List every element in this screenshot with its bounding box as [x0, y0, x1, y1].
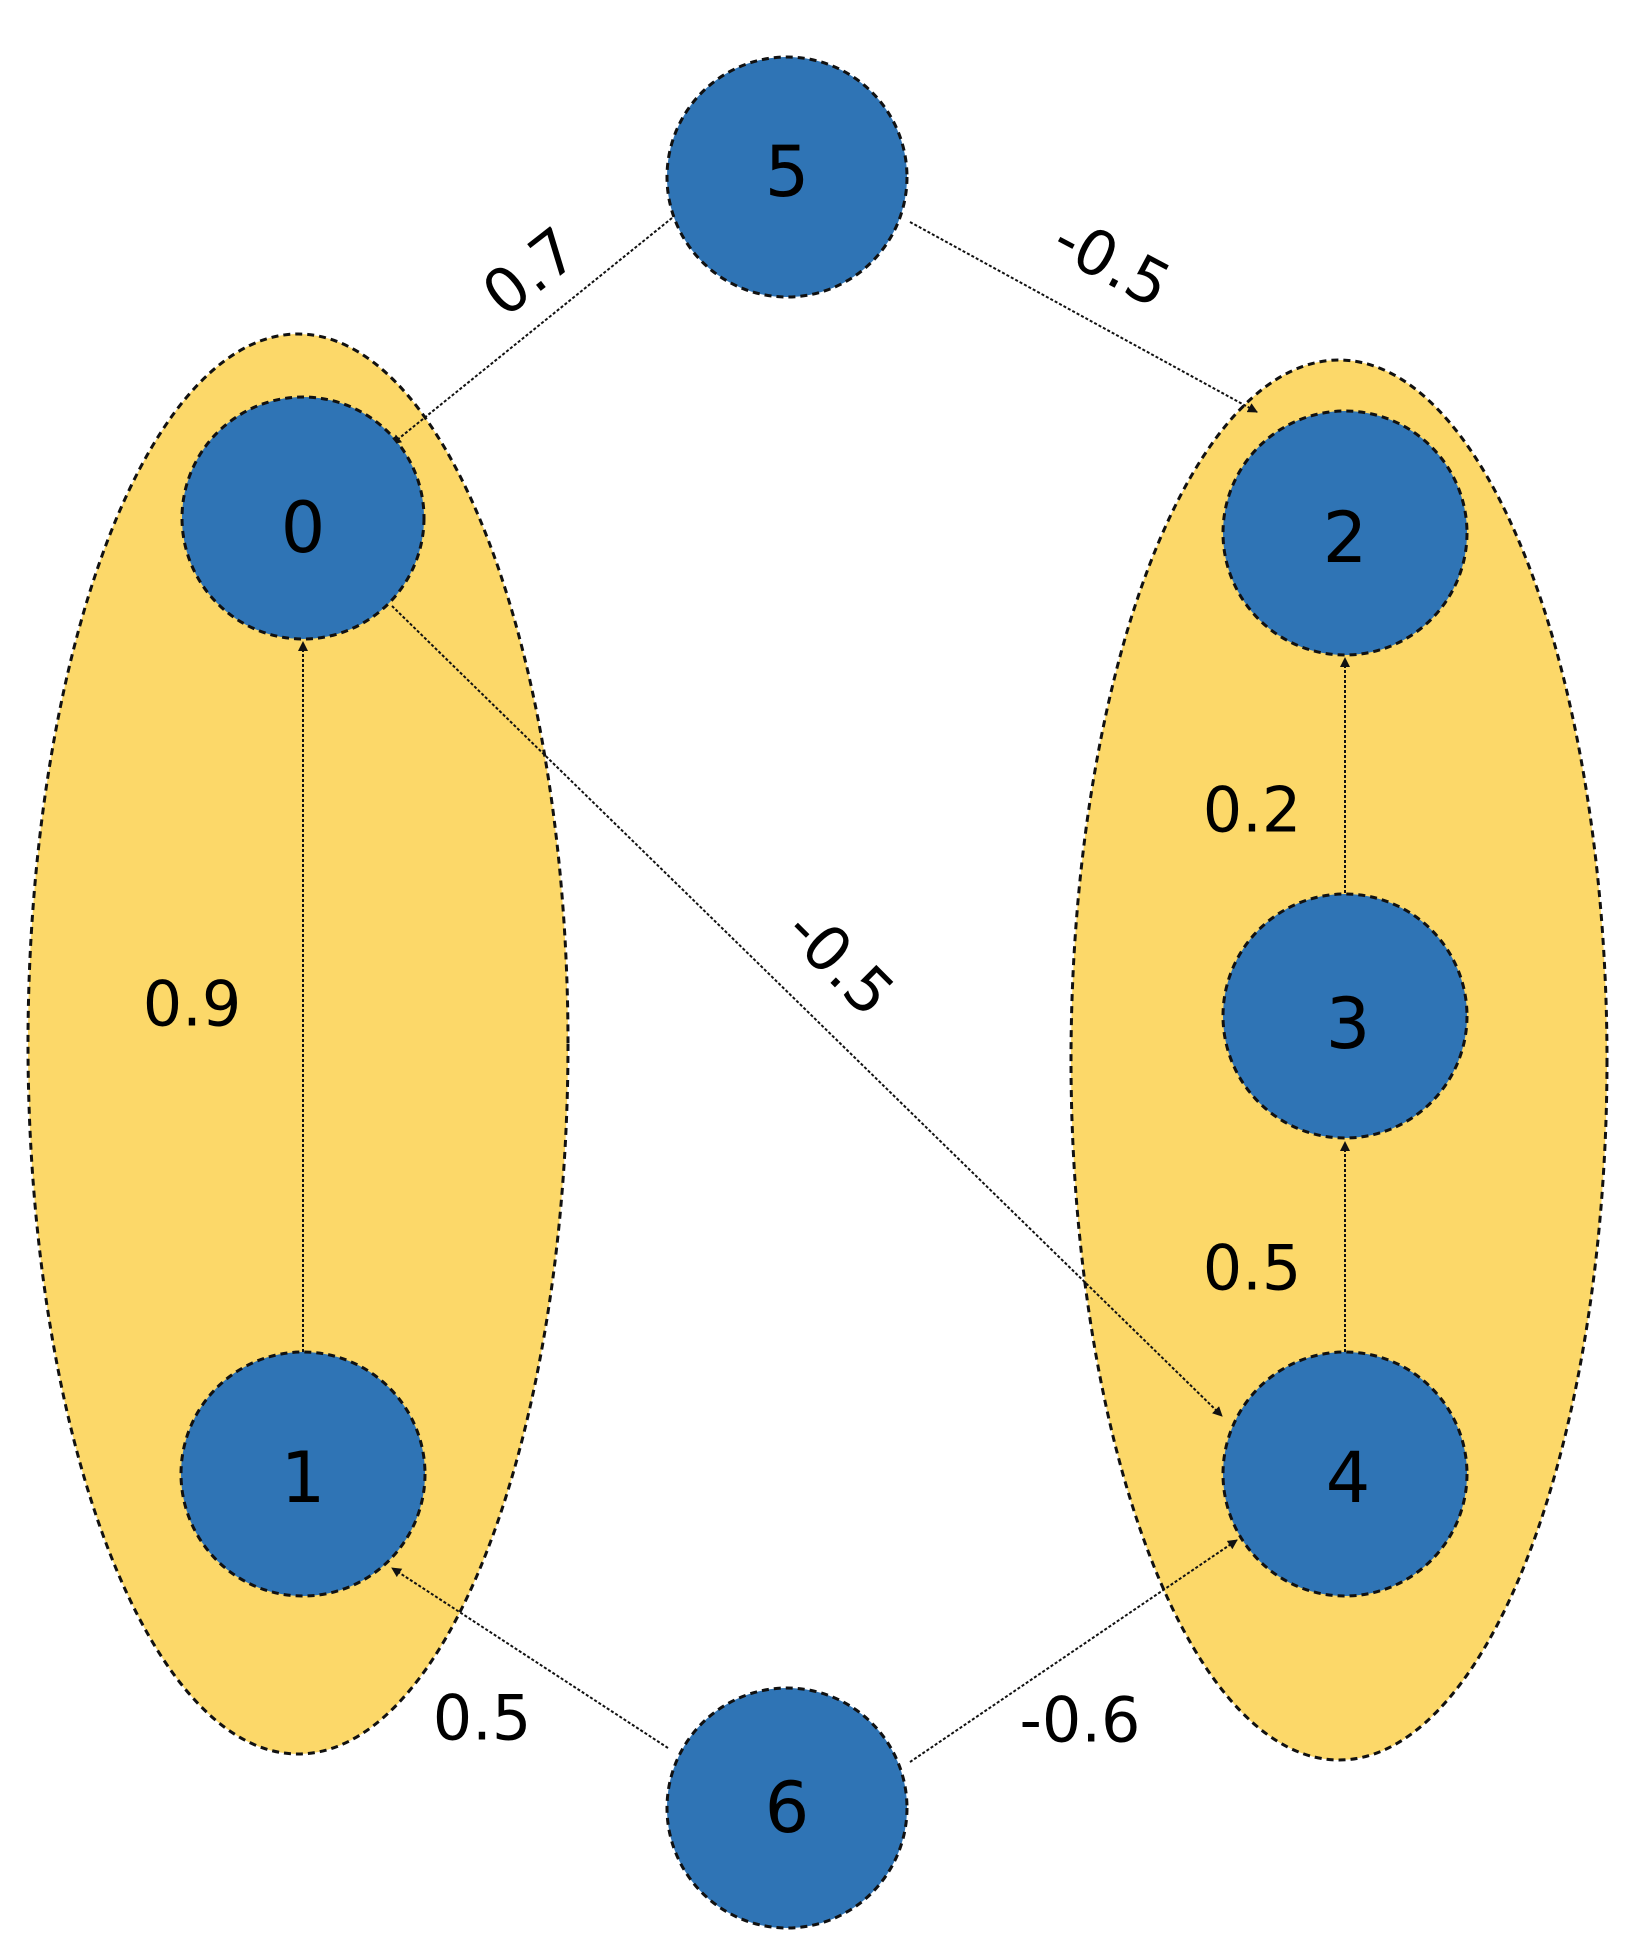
- node-3: 3: [1221, 892, 1469, 1140]
- node-0-circle: [180, 395, 426, 641]
- node-1: 1: [179, 1350, 427, 1598]
- node-6: 6: [665, 1686, 909, 1930]
- group-left-ellipse: [26, 332, 570, 1756]
- node-3-label: 3: [1326, 983, 1371, 1065]
- edge-6-to-4: [909, 1539, 1238, 1763]
- node-4-label: 4: [1326, 1437, 1371, 1519]
- node-4: 4: [1221, 1350, 1469, 1598]
- node-5-label: 5: [765, 131, 810, 213]
- node-0: 0: [180, 395, 426, 641]
- node-2-label: 2: [1323, 497, 1368, 579]
- node-6-circle: [665, 1686, 909, 1930]
- edge-label-4-3: 0.5: [1203, 1232, 1302, 1305]
- node-3-circle: [1221, 892, 1469, 1140]
- edge-label-6-1: 0.5: [433, 1682, 532, 1755]
- node-2: 2: [1221, 409, 1469, 657]
- edge-label-5-2: -0.5: [1041, 201, 1182, 322]
- edge-label-5-0: 0.7: [469, 213, 592, 331]
- edge-label-3-2: 0.2: [1203, 774, 1302, 847]
- node-5: 5: [665, 55, 909, 299]
- edge-label-6-4: -0.6: [1020, 1684, 1141, 1757]
- node-5-circle: [665, 55, 909, 299]
- edge-label-0-4: -0.5: [771, 893, 908, 1030]
- edge-0-to-4: [391, 605, 1223, 1417]
- groups-layer: [26, 332, 1609, 1762]
- node-0-label: 0: [281, 487, 326, 569]
- edges-layer: [298, 217, 1350, 1763]
- node-2-circle: [1221, 409, 1469, 657]
- node-4-circle: [1221, 1350, 1469, 1598]
- node-6-label: 6: [765, 1767, 810, 1849]
- nodes-layer: 5 0 2 3 1 4 6: [179, 55, 1469, 1930]
- edge-label-1-0: 0.9: [143, 968, 242, 1041]
- edge-5-to-2: [909, 221, 1258, 413]
- node-1-circle: [179, 1350, 427, 1598]
- node-1-label: 1: [281, 1437, 326, 1519]
